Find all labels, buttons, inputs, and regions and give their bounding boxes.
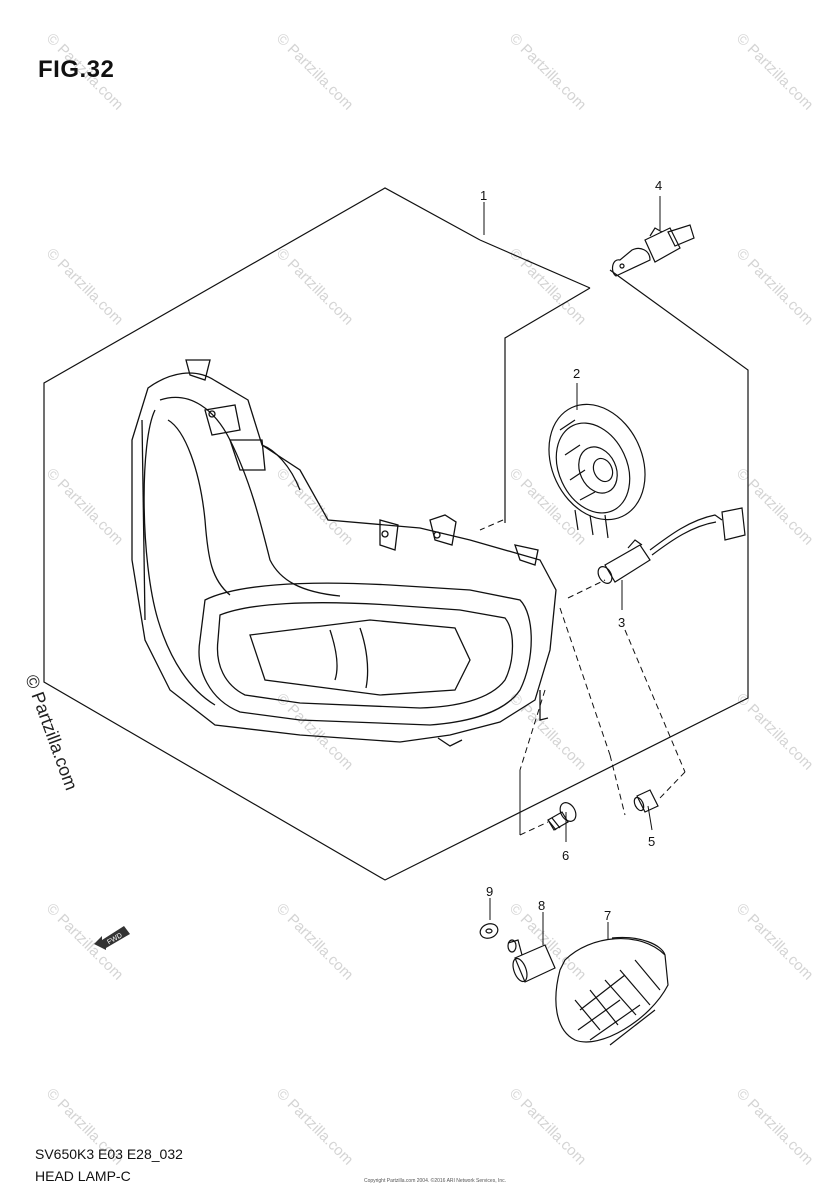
callout-8: 8 [538,898,545,913]
figure-title: FIG.32 [38,56,115,83]
reflector [555,936,669,1046]
callout-7: 7 [604,908,611,923]
assembly-outline [504,287,591,523]
assembly-outline-main [43,187,749,881]
copyright-notice: Copyright Partzilla.com 2004. ©2016 ARI … [363,1178,507,1184]
model-code: SV650K3 E03 E28_032 [35,1146,183,1162]
forward-arrow-icon: FWD [94,926,130,950]
figure-caption: HEAD LAMP-C [35,1168,131,1184]
callout-4: 4 [655,178,662,193]
callout-2: 2 [573,366,580,381]
headlamp-housing [131,359,557,747]
socket-cover [548,403,646,539]
callout-6: 6 [562,848,569,863]
screw [547,802,577,831]
position-bulb [633,789,659,813]
fwd-label: FWD [106,932,123,946]
headlight-bulb [611,224,695,277]
callout-1: 1 [480,188,487,203]
callout-9: 9 [486,884,493,899]
callout-3: 3 [618,615,625,630]
leader-lines [479,196,686,945]
lamp-socket-wire [597,507,746,584]
callout-5: 5 [648,834,655,849]
washer [479,923,499,939]
collar [507,939,556,983]
